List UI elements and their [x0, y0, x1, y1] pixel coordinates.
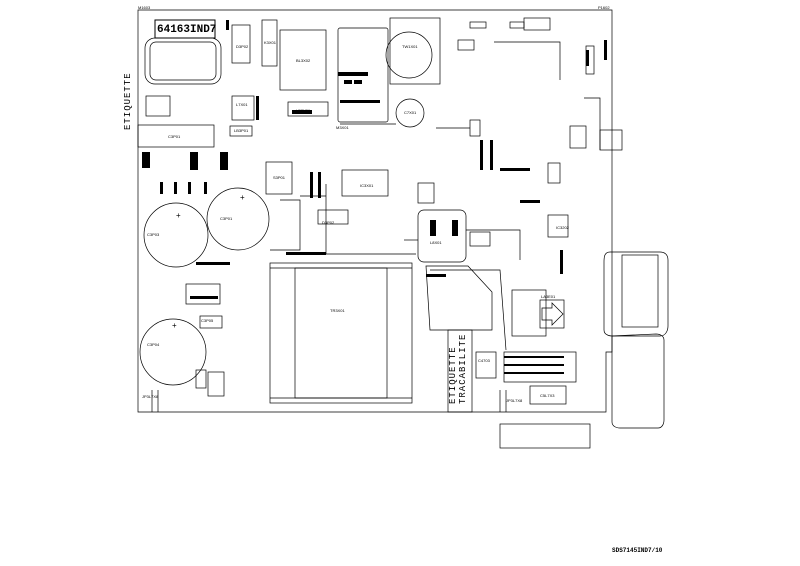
svg-text:+: +	[240, 193, 245, 202]
top-left-component	[144, 37, 222, 85]
label-bridge: C3P01	[168, 134, 181, 139]
tracabilite-label: TRACABILITE	[458, 333, 468, 404]
label-c3p05: C3P05	[201, 318, 214, 323]
label-l7x01: L7X01	[236, 102, 248, 107]
board-part-number: 64163IND7	[157, 24, 217, 36]
label-k3x01: K3X01	[264, 40, 277, 45]
label-jp-right: JP3L7X8	[506, 398, 523, 403]
label-c3p04: C3P04	[147, 342, 160, 347]
board-outline	[137, 9, 613, 413]
label-ic3x01: IC3X01	[360, 183, 374, 188]
board-reference: SDS7145IND7/10	[612, 547, 663, 554]
label-la3e01: LA3E01	[541, 294, 556, 299]
svg-text:+: +	[176, 211, 181, 220]
etiquette-tracabilite-box	[447, 329, 473, 413]
label-c5l7x3: C5L7X3	[540, 393, 555, 398]
right-text-block	[599, 129, 623, 151]
corner-label-right: P1602	[598, 5, 610, 10]
arrow-box	[539, 299, 565, 329]
big-capacitor-left-top	[143, 202, 209, 268]
etiquette-label: ETIQUETTE	[123, 72, 133, 130]
label-lb3x01: LB3X01	[296, 108, 311, 113]
label-ic3202: IC3202	[556, 225, 569, 230]
etiquette-label-2: ETIQUETTE	[448, 346, 458, 404]
svg-text:+: +	[172, 321, 177, 330]
label-c7x01: C7X01	[404, 110, 417, 115]
label-bl3x02: BL3X02	[296, 58, 311, 63]
right-extension-outline-2	[611, 333, 665, 429]
label-tw1x01: TW1X01	[402, 44, 418, 49]
label-c3p03: C3P03	[147, 232, 160, 237]
inductor-box	[417, 209, 467, 263]
round-capacitor	[395, 98, 425, 128]
label-lb3p01: LB3P01	[234, 128, 249, 133]
corner-label-left: M1603	[138, 5, 151, 10]
label-inductor: L8X01	[430, 240, 442, 245]
right-extension-outline	[603, 251, 669, 337]
label-transformer: TR3X01	[330, 308, 345, 313]
component-C3P01	[137, 124, 215, 148]
label-d3p02: D3P02	[236, 44, 249, 49]
label-s3p01: S3P01	[273, 175, 286, 180]
big-capacitor-left-bottom	[139, 318, 207, 386]
code-table	[499, 423, 591, 449]
label-c4703: C4703	[478, 358, 490, 363]
label-relay: D3P02	[322, 220, 335, 225]
big-capacitor-mid	[206, 187, 270, 251]
label-box	[154, 19, 216, 39]
round-relay	[385, 31, 433, 79]
label-m3x01: M3X01	[336, 125, 349, 130]
transformer-body	[269, 262, 413, 404]
label-jp-left: JP3L7X8	[142, 394, 159, 399]
transformer-core	[294, 267, 388, 399]
connector-block	[503, 351, 577, 383]
label-c3p01: C3P01	[220, 216, 233, 221]
